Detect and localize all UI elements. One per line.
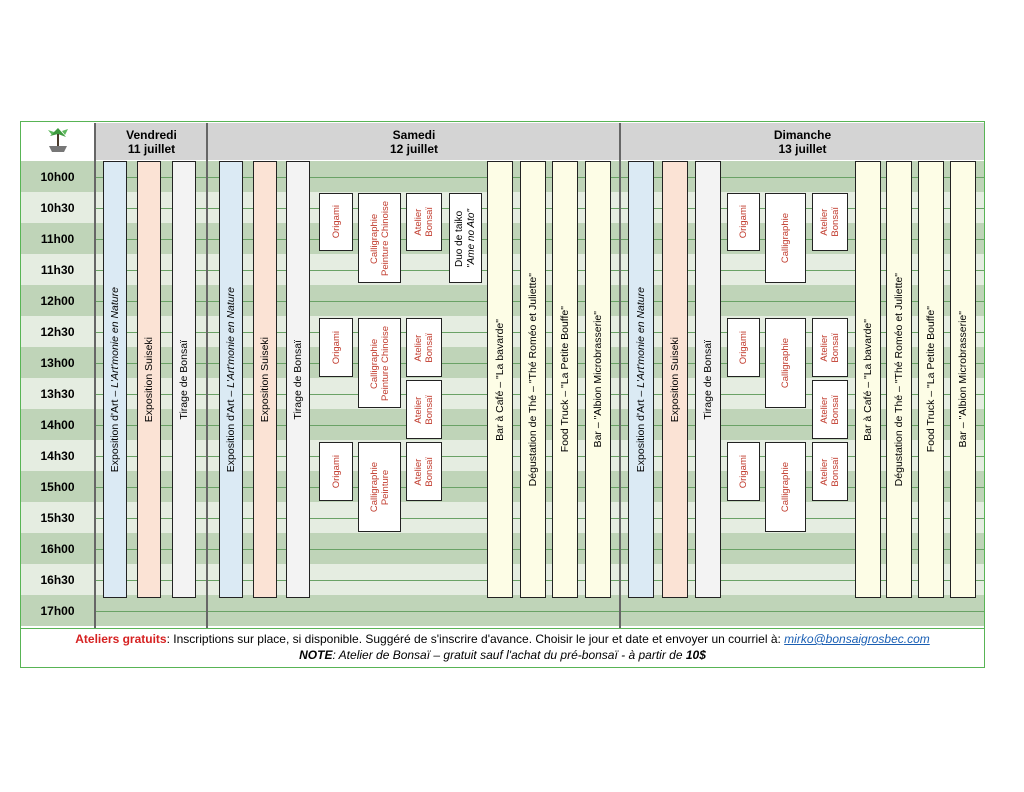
day-name: Samedi	[392, 127, 436, 142]
event-expo-suiseki: Exposition Suiseki	[662, 161, 688, 598]
note-label: NOTE	[299, 648, 333, 662]
note-text: : Atelier de Bonsaï – gratuit sauf l'ach…	[332, 648, 686, 662]
day-header-friday: Vendredi 11 juillet	[95, 123, 207, 160]
event-expo-suiseki: Exposition Suiseki	[253, 161, 277, 598]
day-date: 12 juillet	[389, 141, 439, 156]
half-hour-line	[95, 610, 984, 612]
day-name: Vendredi	[126, 127, 177, 142]
workshop-origami[interactable]: Origami	[319, 442, 353, 501]
event-tirage: Tirage de Bonsaï	[286, 161, 310, 598]
day-date: 11 juillet	[127, 141, 176, 156]
note-price: 10$	[685, 648, 706, 662]
day-separator	[94, 123, 96, 628]
event-degustation: Dégustation de Thé – "Thé Roméo et Julie…	[886, 161, 912, 598]
workshop-origami[interactable]: Origami	[727, 318, 760, 377]
day-separator	[206, 123, 208, 628]
footer-line-1: Ateliers gratuits: Inscriptions sur plac…	[21, 632, 984, 646]
email-link[interactable]: mirko@bonsaigrosbec.com	[784, 632, 930, 646]
event-expo-suiseki: Exposition Suiseki	[137, 161, 161, 598]
event-food-truck: Food Truck – "La Petite Bouffe"	[918, 161, 944, 598]
event-food-truck: Food Truck – "La Petite Bouffe"	[552, 161, 578, 598]
event-expo-art: Exposition d'Art – L'Art'monie en Nature	[103, 161, 127, 598]
event-taiko: Duo de taiko"Ame no Ato"	[449, 193, 482, 283]
event-bar-albion: Bar – "Albion Microbrasserie"	[585, 161, 611, 598]
event-bar-cafe: Bar à Café – "La bavarde"	[487, 161, 513, 598]
event-expo-art: Exposition d'Art – L'Art'monie en Nature	[219, 161, 243, 598]
workshop-origami[interactable]: Origami	[319, 193, 353, 251]
event-bar-cafe: Bar à Café – "La bavarde"	[855, 161, 881, 598]
day-date: 13 juillet	[778, 141, 827, 156]
footer-background	[21, 628, 984, 667]
workshop-calligraphie[interactable]: Calligraphie	[765, 318, 806, 408]
day-separator	[619, 123, 621, 628]
event-expo-art: Exposition d'Art – L'Art'monie en Nature	[628, 161, 654, 598]
event-bar-albion: Bar – "Albion Microbrasserie"	[950, 161, 976, 598]
footer-label: Ateliers gratuits	[75, 632, 167, 646]
workshop-calligraphie[interactable]: Calligraphie	[765, 193, 806, 283]
day-header-saturday: Samedi 12 juillet	[207, 123, 620, 160]
day-header-sunday: Dimanche 13 juillet	[620, 123, 984, 160]
bonsai-logo-icon	[48, 128, 68, 152]
workshop-calligraphie[interactable]: Calligraphie	[765, 442, 806, 532]
workshop-origami[interactable]: Origami	[727, 442, 760, 501]
event-tirage: Tirage de Bonsaï	[695, 161, 721, 598]
day-name: Dimanche	[773, 127, 832, 142]
footer-text: : Inscriptions sur place, si disponible.…	[166, 632, 785, 646]
workshop-origami[interactable]: Origami	[319, 318, 353, 377]
schedule-frame	[20, 121, 985, 668]
workshop-origami[interactable]: Origami	[727, 193, 760, 251]
event-tirage: Tirage de Bonsaï	[172, 161, 196, 598]
event-degustation: Dégustation de Thé – "Thé Roméo et Julie…	[520, 161, 546, 598]
footer-line-2: NOTE: Atelier de Bonsaï – gratuit sauf l…	[21, 648, 984, 662]
